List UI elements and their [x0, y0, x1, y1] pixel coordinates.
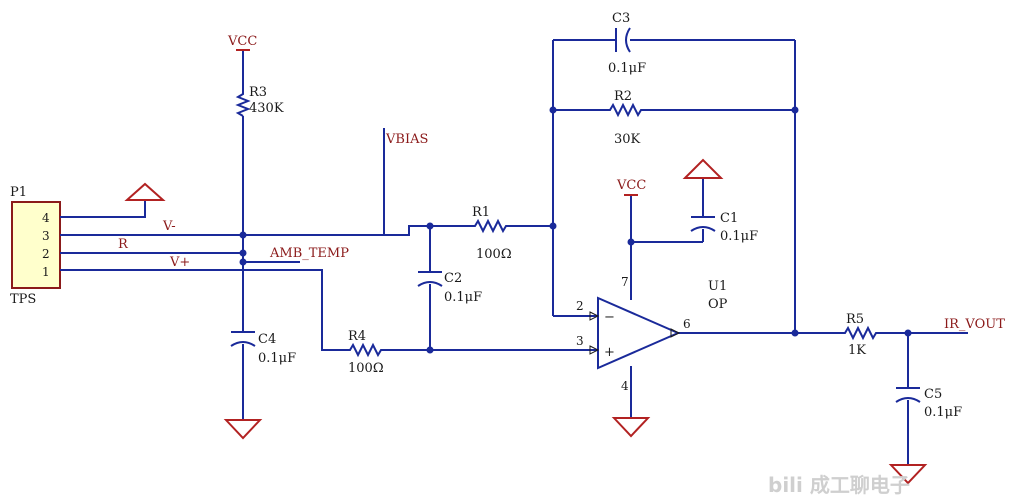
resistor-r5-value: 1K [848, 343, 866, 358]
opamp-plus-sign: + [604, 345, 615, 360]
resistor-r5-ref: R5 [846, 312, 864, 327]
junction [627, 238, 635, 246]
opamp-minus-sign: − [604, 310, 615, 325]
net-amb-temp: AMB_TEMP [269, 246, 349, 261]
opamp-ref: U1 [708, 279, 727, 294]
capacitor-c4-ref: C4 [258, 332, 276, 347]
capacitor-c3: C3 0.1μF [608, 11, 646, 76]
capacitor-c4-plate [230, 341, 256, 347]
opamp-pin-label-out: 6 [683, 317, 691, 331]
junction [239, 258, 247, 266]
capacitor-c5-plate [895, 397, 921, 403]
connector-name: TPS [10, 292, 36, 307]
wire-v-minus [60, 225, 428, 236]
capacitor-c3-value: 0.1μF [608, 61, 646, 76]
capacitor-c2-value: 0.1μF [444, 290, 482, 305]
resistor-r1-value: 100Ω [476, 247, 512, 262]
capacitor-c1-value: 0.1μF [720, 229, 758, 244]
ground-icon [888, 464, 928, 485]
opamp-pin-label-gnd: 4 [621, 379, 629, 393]
junction [239, 249, 247, 257]
connector-pin-3: 3 [42, 229, 50, 243]
capacitor-c4-value: 0.1μF [258, 351, 296, 366]
opamp-body [597, 296, 681, 370]
resistor-r4: R4 100Ω [345, 329, 385, 376]
capacitor-c3-ref: C3 [612, 11, 630, 26]
resistor-r4-ref: R4 [348, 329, 366, 344]
resistor-r1-ref: R1 [472, 205, 490, 220]
connector-pin-1: 1 [42, 265, 50, 279]
input-arrow-icon [589, 345, 600, 355]
junction [549, 222, 557, 230]
resistor-r3-value: 430K [249, 101, 284, 116]
junction [791, 106, 799, 114]
resistor-r3-ref: R3 [249, 85, 267, 100]
resistor-r1-symbol [470, 218, 510, 234]
capacitor-c1-plate [690, 226, 716, 232]
net-vcc-op: VCC [616, 178, 646, 193]
capacitor-c3-plate [625, 27, 631, 53]
resistor-r3: R3 430K [235, 85, 284, 117]
net-v-minus: V- [162, 219, 176, 234]
opamp-pin-label-vcc: 7 [621, 275, 629, 289]
input-arrow-icon [589, 311, 600, 321]
capacitor-c5-value: 0.1μF [924, 405, 962, 420]
junction [426, 222, 434, 230]
connector-ref: P1 [10, 185, 27, 200]
wire-v-plus [60, 269, 345, 351]
capacitor-c1: C1 0.1μF [690, 211, 758, 244]
junctions [239, 106, 912, 354]
capacitor-c4: C4 0.1μF [230, 331, 296, 366]
capacitor-c2-ref: C2 [444, 271, 462, 286]
net-vbias: VBIAS [385, 132, 428, 147]
ground-icon [124, 182, 166, 201]
power-vcc-op: VCC [616, 178, 646, 196]
opamp-value: OP [708, 297, 728, 312]
output-arrow-icon [670, 328, 681, 338]
junction [904, 329, 912, 337]
resistor-r2-symbol [600, 102, 650, 118]
resistor-r4-value: 100Ω [348, 361, 384, 376]
watermark: bili 成工聊电子 [768, 473, 910, 497]
resistor-r1: R1 100Ω [470, 205, 512, 262]
capacitor-c5: C5 0.1μF [895, 387, 962, 420]
net-vcc-top: VCC [227, 34, 257, 49]
junction [239, 231, 247, 239]
junction [791, 329, 799, 337]
resistor-r5-symbol [840, 325, 880, 341]
capacitor-c2-plate [417, 281, 443, 287]
ground-icon [223, 419, 263, 440]
capacitor-c5-ref: C5 [924, 387, 942, 402]
opamp-u1: − + 2 3 6 7 4 U1 OP [576, 275, 728, 393]
ground-icon [682, 158, 724, 179]
resistor-r3-symbol [235, 90, 251, 117]
net-v-plus: V+ [169, 255, 190, 270]
resistor-r2: R2 30K [600, 89, 650, 147]
junction [549, 106, 557, 114]
junction [426, 346, 434, 354]
resistor-r2-ref: R2 [614, 89, 632, 104]
connector-p1: P1 TPS 4 3 2 1 [10, 185, 61, 307]
net-r: R [118, 237, 129, 252]
net-ir-vout: IR_VOUT [944, 317, 1005, 332]
capacitor-c2: C2 0.1μF [417, 271, 482, 305]
wire-pin4-ground [60, 200, 146, 218]
connector-pin-4: 4 [42, 211, 50, 225]
wires [60, 39, 968, 465]
resistor-r4-symbol [345, 342, 385, 358]
power-vcc-top: VCC [227, 34, 257, 51]
opamp-pin-label-inv: 2 [576, 299, 584, 313]
connector-body [11, 201, 61, 289]
capacitor-c1-ref: C1 [720, 211, 738, 226]
resistor-r5: R5 1K [840, 312, 880, 358]
ground-icon [611, 417, 651, 438]
opamp-pin-label-noninv: 3 [576, 334, 584, 348]
connector-pin-2: 2 [42, 247, 50, 261]
resistor-r2-value: 30K [614, 132, 641, 147]
